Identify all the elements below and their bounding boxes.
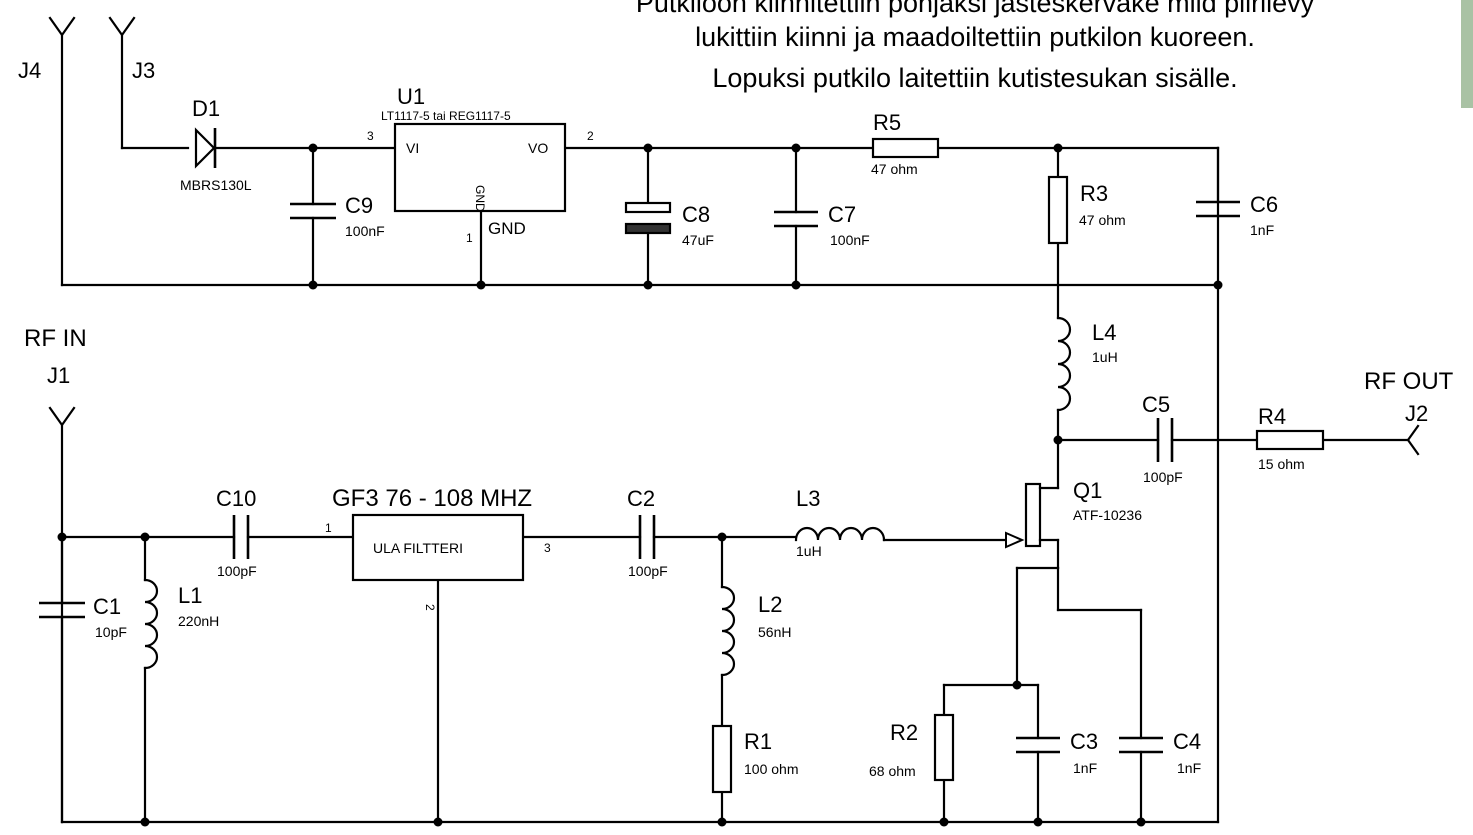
q1-ref: Q1 bbox=[1073, 478, 1102, 503]
photo-edge bbox=[1461, 0, 1473, 108]
u1-pin-3: 3 bbox=[367, 129, 374, 143]
r4-value: 15 ohm bbox=[1258, 456, 1305, 472]
junction-dots bbox=[57, 143, 1223, 827]
c4-value: 1nF bbox=[1177, 760, 1201, 776]
r5-resistor: R5 47 ohm bbox=[871, 110, 940, 177]
r1-resistor: R1 100 ohm bbox=[711, 724, 798, 794]
c10-ref: C10 bbox=[216, 486, 256, 511]
power-wires bbox=[60, 33, 1220, 824]
c7-capacitor: C7 100nF bbox=[774, 202, 870, 248]
c10-capacitor: C10 100pF bbox=[216, 486, 257, 579]
j4-connector: J4 bbox=[18, 16, 76, 83]
gf3-pin-2: 2 bbox=[423, 604, 437, 611]
c2-capacitor: C2 100pF bbox=[627, 486, 668, 579]
l1-inductor: L1 220nH bbox=[143, 578, 219, 670]
note-line-1: Putkiloon kiinnitettiin pohjaksi jästesk… bbox=[636, 0, 1315, 18]
l4-ref: L4 bbox=[1092, 320, 1116, 345]
q1-value: ATF-10236 bbox=[1073, 507, 1142, 523]
gf3-value: ULA FILTTERI bbox=[373, 540, 463, 556]
c3-capacitor: C3 1nF bbox=[1016, 729, 1098, 776]
c6-value: 1nF bbox=[1250, 222, 1274, 238]
l2-ref: L2 bbox=[758, 592, 782, 617]
j1-label: RF IN bbox=[24, 325, 87, 352]
c6-capacitor: C6 1nF bbox=[1196, 192, 1278, 238]
l4-inductor: L4 1uH bbox=[1056, 316, 1118, 490]
d1-value: MBRS130L bbox=[180, 177, 252, 193]
u1-pin-2: 2 bbox=[587, 129, 594, 143]
gf3-pin-3: 3 bbox=[544, 541, 551, 555]
u1-pin-vi: VI bbox=[406, 140, 419, 156]
c1-capacitor: C1 10pF bbox=[39, 594, 127, 824]
r1-value: 100 ohm bbox=[744, 761, 798, 777]
u1-gnd-label: GND bbox=[488, 219, 526, 238]
c2-value: 100pF bbox=[628, 563, 668, 579]
j3-ref: J3 bbox=[132, 58, 155, 83]
l3-inductor: L3 1uH bbox=[794, 486, 886, 559]
u1-regulator: U1 LT1117-5 tai REG1117-5 VI VO GND 3 2 … bbox=[367, 84, 594, 245]
c5-value: 100pF bbox=[1143, 469, 1183, 485]
u1-pin-gnd: GND bbox=[473, 185, 487, 212]
c3-value: 1nF bbox=[1073, 760, 1097, 776]
input-wires bbox=[60, 423, 1220, 824]
j1-ref: J1 bbox=[47, 363, 70, 388]
c5-ref: C5 bbox=[1142, 392, 1170, 417]
source-wires bbox=[942, 566, 1143, 824]
c6-ref: C6 bbox=[1250, 192, 1278, 217]
c1-value: 10pF bbox=[95, 624, 127, 640]
note-line-3: Lopuksi putkilo laitettiin kutistesukan … bbox=[712, 63, 1237, 93]
c8-value: 47uF bbox=[682, 232, 714, 248]
gf3-pin-1: 1 bbox=[325, 521, 332, 535]
r5-value: 47 ohm bbox=[871, 161, 918, 177]
r3-value: 47 ohm bbox=[1079, 212, 1126, 228]
l4-value: 1uH bbox=[1092, 349, 1118, 365]
r3-resistor: R3 47 ohm bbox=[1047, 175, 1126, 245]
c7-ref: C7 bbox=[828, 202, 856, 227]
j2-connector: RF OUT J2 bbox=[1364, 368, 1454, 456]
gf3-filter: GF3 76 - 108 MHZ ULA FILTTERI 1 3 2 bbox=[325, 485, 551, 611]
d1-ref: D1 bbox=[192, 96, 220, 121]
c2-ref: C2 bbox=[627, 486, 655, 511]
c9-ref: C9 bbox=[345, 193, 373, 218]
r4-resistor: R4 15 ohm bbox=[1255, 404, 1325, 472]
j4-ref: J4 bbox=[18, 58, 41, 83]
j2-label: RF OUT bbox=[1364, 368, 1454, 395]
c8-capacitor: C8 47uF bbox=[624, 201, 714, 248]
c1-ref: C1 bbox=[93, 594, 121, 619]
u1-pin-1: 1 bbox=[466, 231, 473, 245]
l3-value: 1uH bbox=[796, 543, 822, 559]
c10-value: 100pF bbox=[217, 563, 257, 579]
r2-resistor: R2 68 ohm bbox=[869, 713, 955, 782]
r4-ref: R4 bbox=[1258, 404, 1286, 429]
u1-value: LT1117-5 tai REG1117-5 bbox=[381, 109, 511, 123]
c7-value: 100nF bbox=[830, 232, 870, 248]
l1-ref: L1 bbox=[178, 583, 202, 608]
l2-value: 56nH bbox=[758, 624, 791, 640]
c4-ref: C4 bbox=[1173, 729, 1201, 754]
c9-value: 100nF bbox=[345, 223, 385, 239]
q1-transistor: Q1 ATF-10236 bbox=[882, 478, 1142, 570]
r2-value: 68 ohm bbox=[869, 763, 916, 779]
u1-pin-vo: VO bbox=[528, 140, 548, 156]
l3-ref: L3 bbox=[796, 486, 820, 511]
c8-ref: C8 bbox=[682, 202, 710, 227]
r3-ref: R3 bbox=[1080, 181, 1108, 206]
c5-capacitor: C5 100pF bbox=[1142, 392, 1183, 485]
r2-ref: R2 bbox=[890, 720, 918, 745]
c3-ref: C3 bbox=[1070, 729, 1098, 754]
c4-capacitor: C4 1nF bbox=[1119, 729, 1201, 776]
r1-ref: R1 bbox=[744, 729, 772, 754]
j2-ref: J2 bbox=[1405, 401, 1428, 426]
note-line-2: lukittiin kiinni ja maadoiltettiin putki… bbox=[695, 22, 1255, 52]
d1-diode: D1 MBRS130L bbox=[180, 96, 252, 193]
note: Putkiloon kiinnitettiin pohjaksi jästesk… bbox=[636, 0, 1315, 93]
l2-inductor: L2 56nH bbox=[720, 585, 791, 677]
j1-connector: RF IN J1 bbox=[24, 325, 87, 427]
c9-capacitor: C9 100nF bbox=[290, 193, 385, 239]
j3-connector: J3 bbox=[108, 16, 155, 83]
gf3-ref: GF3 76 - 108 MHZ bbox=[332, 485, 532, 512]
l1-value: 220nH bbox=[178, 613, 219, 629]
u1-ref: U1 bbox=[397, 84, 425, 109]
r5-ref: R5 bbox=[873, 110, 901, 135]
